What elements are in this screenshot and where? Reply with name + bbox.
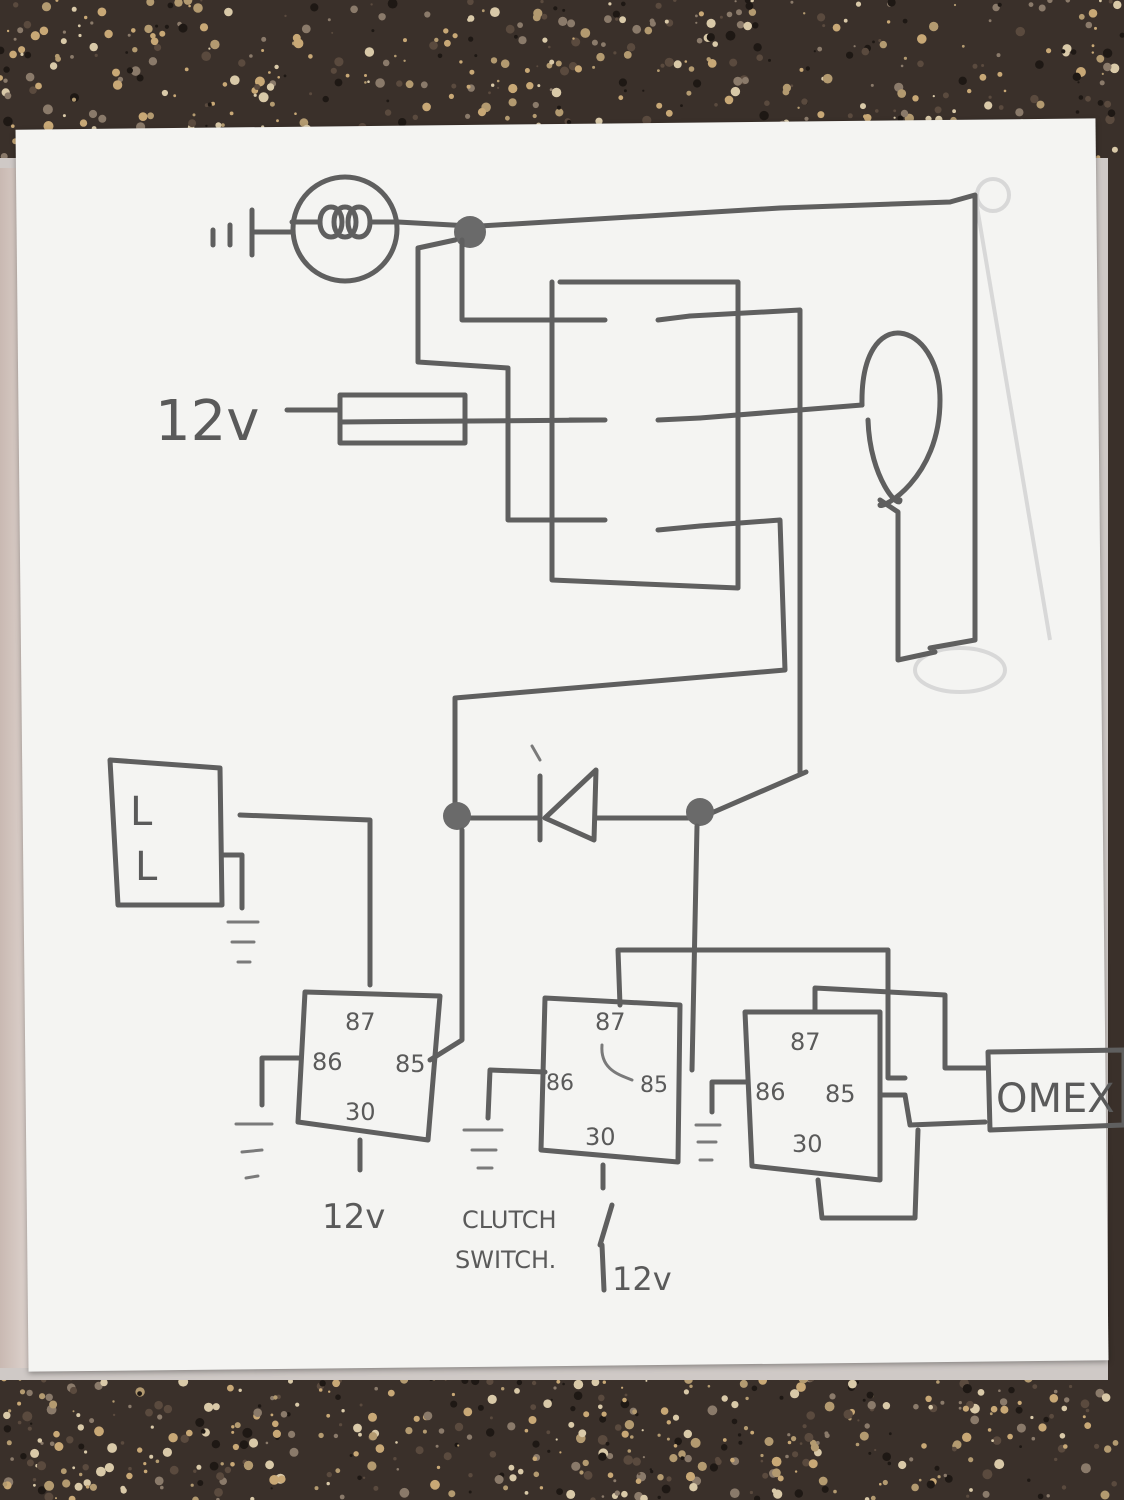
label-omex: OMEX [996, 1076, 1115, 1122]
junction-to-switch-wire-b [415, 237, 603, 523]
relay1-pin-30: 30 [345, 1098, 376, 1126]
relay3-pin-87: 87 [790, 1028, 821, 1056]
junction-node-diode-right [686, 798, 714, 826]
relay3-86-ground-wire [709, 1079, 751, 1115]
light-box: L L [107, 757, 245, 911]
switch-output-wire-mid [697, 402, 865, 421]
light-box-label-2: L [135, 844, 158, 890]
relay1-pin-86: 86 [312, 1048, 343, 1076]
relay-2: 87 86 85 30 [538, 995, 683, 1165]
relay1-pin-87: 87 [345, 1008, 376, 1036]
relay2-pin-86: 86 [546, 1071, 574, 1096]
label-clutch-line1: CLUTCH [462, 1206, 557, 1234]
relay2-86-ground-wire [485, 1067, 548, 1121]
relay3-pin-86: 86 [755, 1078, 786, 1106]
coil-symbol [289, 174, 401, 284]
ground-symbol-light [226, 920, 260, 964]
relay2-pin-85: 85 [640, 1073, 668, 1098]
junction-node-diode-left [443, 802, 471, 830]
junction-node-top [454, 216, 486, 248]
relay2-pin-87: 87 [595, 1008, 626, 1036]
light-to-relay1-wire [237, 812, 373, 988]
label-12v-relay2: 12v [612, 1260, 672, 1298]
relay1-pin-85: 85 [395, 1050, 426, 1078]
fuse-symbol [284, 392, 603, 446]
label-12v-relay1: 12v [322, 1197, 385, 1237]
rocker-switch-box [549, 279, 741, 591]
light-box-label-1: L [130, 789, 153, 835]
ground-symbol-top [210, 207, 295, 258]
relay3-pin-30: 30 [792, 1130, 823, 1158]
relay1-86-ground-wire [259, 1055, 303, 1108]
relay-3: 87 86 85 30 [742, 985, 991, 1221]
clutch-switch-slash [597, 1202, 615, 1248]
ground-symbol-relay1 [234, 1122, 274, 1180]
label-clutch-line2: SWITCH. [455, 1246, 556, 1274]
relay2-87-to-relay3-wire [615, 947, 908, 1081]
motor-loop-symbol [859, 330, 943, 663]
diode-symbol [452, 744, 809, 843]
switch-output-wire-bottom [452, 517, 788, 823]
relay-1: 87 86 85 30 [295, 989, 443, 1143]
clutch-switch-bar [599, 1242, 607, 1293]
switch-output-wire-top [687, 307, 803, 775]
ground-symbol-relay3 [694, 1123, 722, 1162]
label-12v-top: 12v [155, 389, 259, 454]
diode-left-to-relay1-wire [427, 827, 465, 1063]
relay3-pin-85: 85 [825, 1080, 856, 1108]
relay2-pin-30: 30 [585, 1123, 616, 1151]
ground-symbol-relay2 [462, 1128, 504, 1170]
omex-box: OMEX [985, 1047, 1124, 1133]
erased-marks [913, 177, 1052, 694]
